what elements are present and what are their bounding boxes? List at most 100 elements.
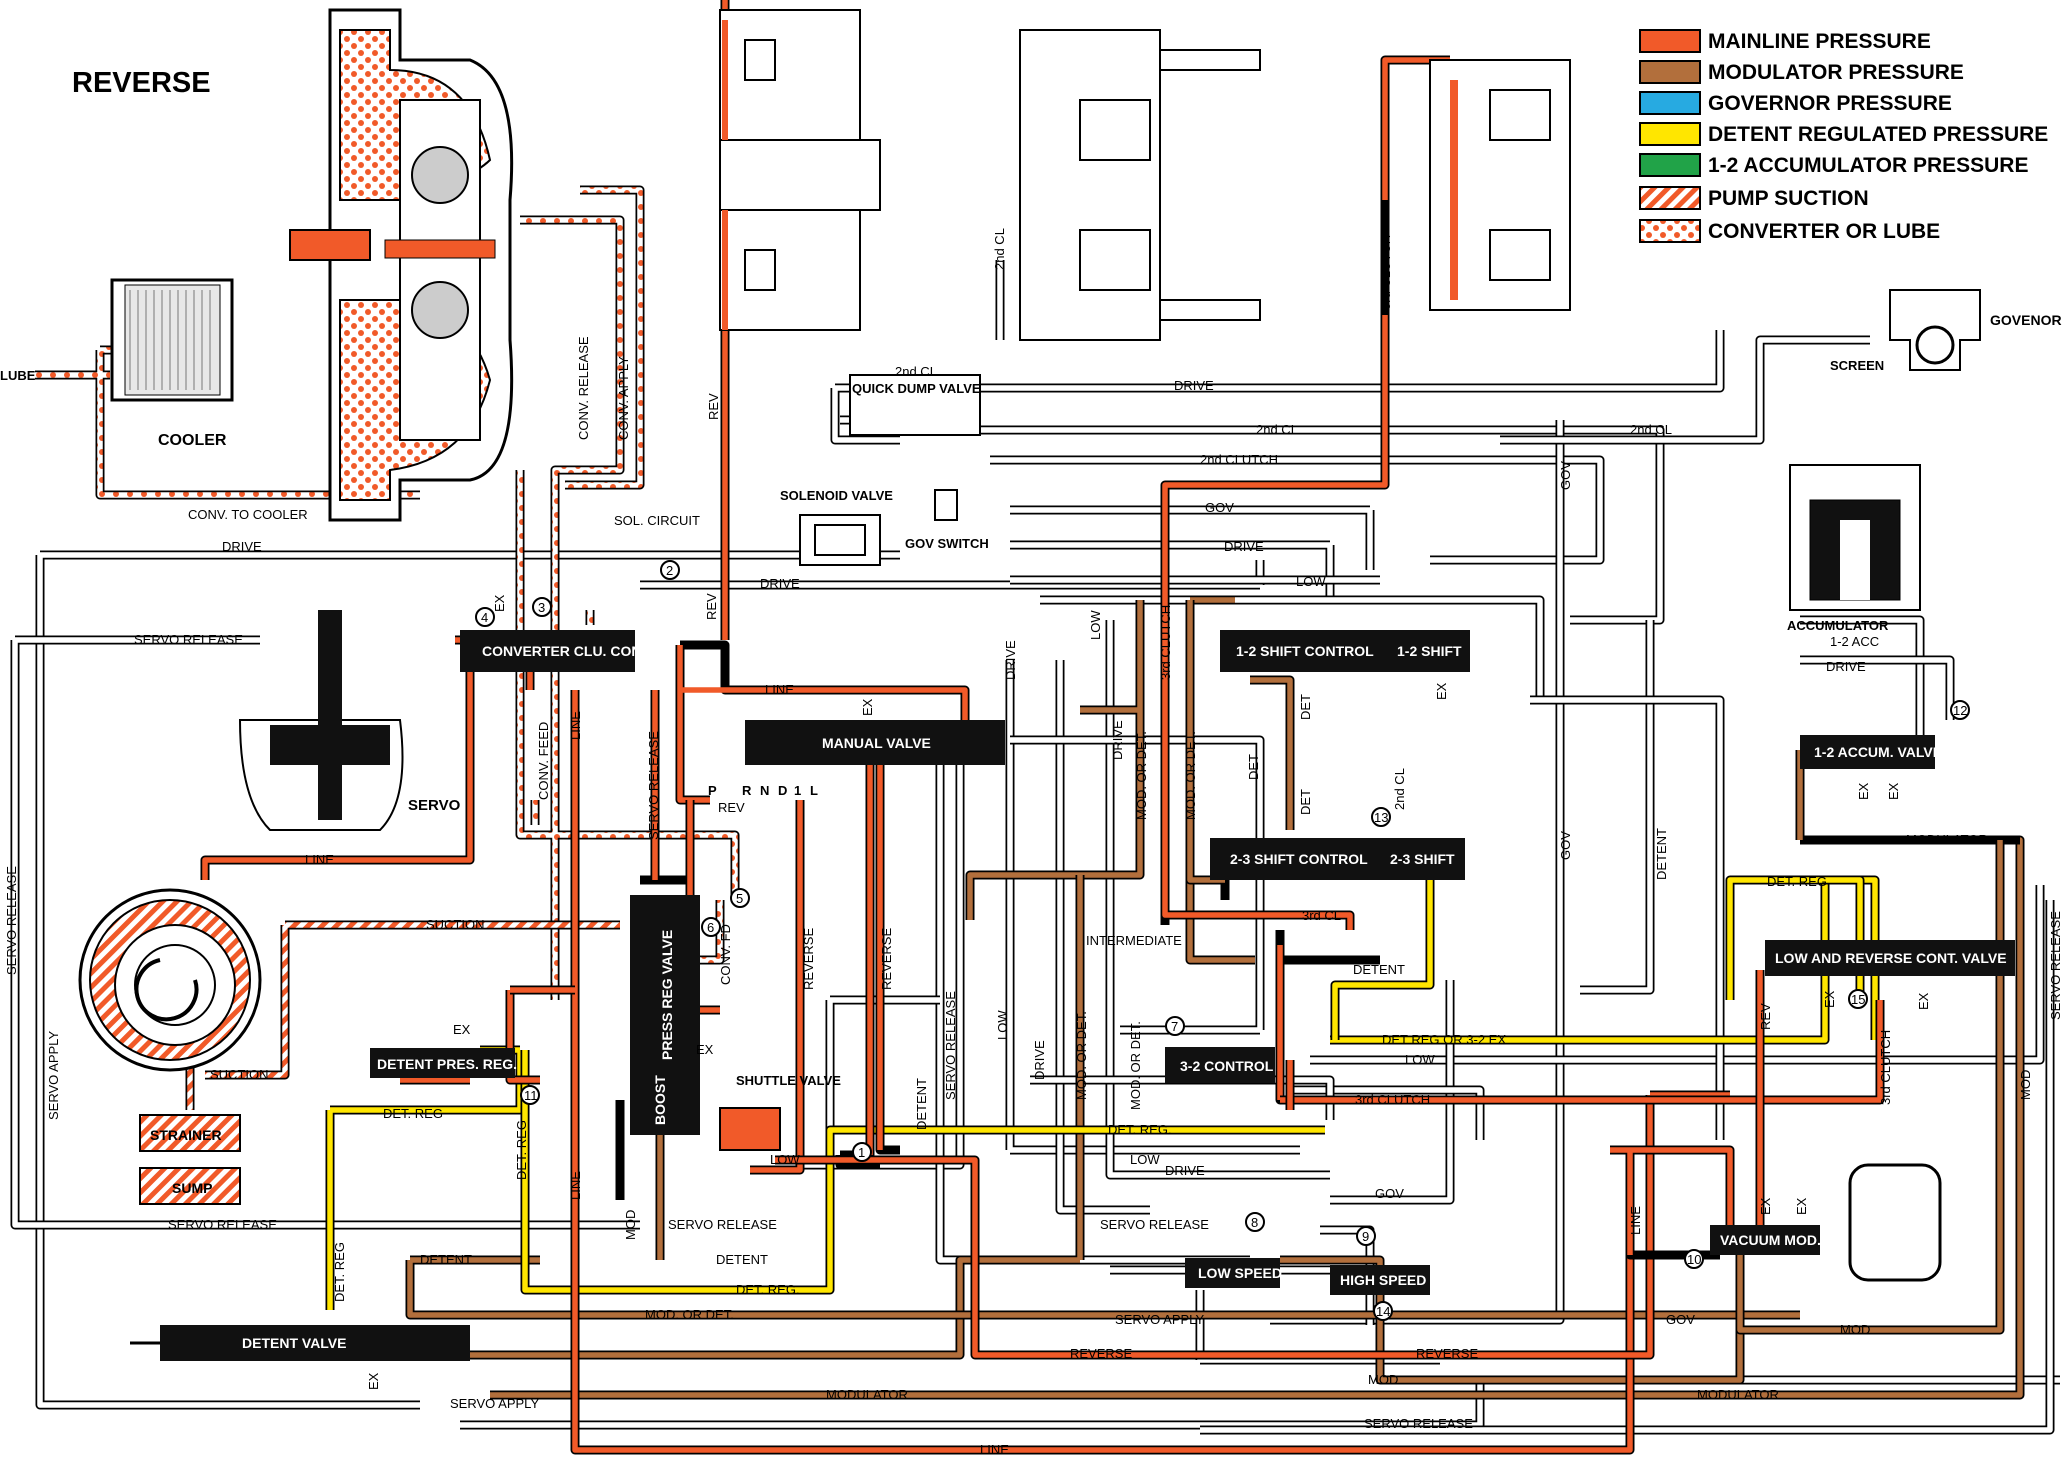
- legend-item-governor: GOVERNOR PRESSURE: [1639, 91, 1952, 115]
- svg-text:SOL. CIRCUIT: SOL. CIRCUIT: [614, 513, 700, 528]
- svg-text:1-2 ACCUMULATOR PRESSURE: 1-2 ACCUMULATOR PRESSURE: [1708, 154, 2028, 177]
- svg-text:DRIVE: DRIVE: [760, 576, 800, 591]
- svg-text:REV: REV: [704, 593, 719, 620]
- svg-text:CONV. FD: CONV. FD: [718, 924, 733, 985]
- svg-text:MODULATOR: MODULATOR: [826, 1387, 908, 1402]
- svg-text:2-3 SHIFT CONTROL: 2-3 SHIFT CONTROL: [1230, 851, 1368, 867]
- svg-text:LOW: LOW: [1405, 1052, 1435, 1067]
- svg-text:EX: EX: [366, 1372, 381, 1390]
- check-ball-9: 9: [1356, 1226, 1376, 1246]
- check-ball-1: 1: [852, 1142, 872, 1162]
- svg-text:MOD. OR DET.: MOD. OR DET.: [1128, 1021, 1143, 1110]
- svg-text:QUICK DUMP VALVE: QUICK DUMP VALVE: [852, 381, 981, 396]
- check-ball-5: 5: [730, 888, 750, 908]
- svg-text:DRIVE: DRIVE: [1174, 378, 1214, 393]
- line-labels: CONV. TO COOLER CONV. RELEASE CONV. APPL…: [4, 228, 2063, 1457]
- svg-text:LINE: LINE: [980, 1442, 1009, 1457]
- svg-text:BOOST: BOOST: [652, 1075, 668, 1125]
- svg-text:MOD: MOD: [623, 1210, 638, 1240]
- svg-text:DET REG OR 3-2 EX: DET REG OR 3-2 EX: [1382, 1032, 1506, 1047]
- svg-text:9: 9: [1362, 1229, 1369, 1244]
- svg-text:SERVO RELEASE: SERVO RELEASE: [646, 731, 661, 840]
- svg-text:4: 4: [481, 610, 488, 625]
- svg-text:REVERSE: REVERSE: [1070, 1346, 1132, 1361]
- check-ball-4: 4: [475, 607, 495, 627]
- svg-text:2: 2: [666, 563, 673, 578]
- low-reverse-control-valve: LOW AND REVERSE CONT. VALVE: [1765, 940, 2015, 976]
- svg-text:D: D: [778, 783, 787, 798]
- svg-text:DET. REG.: DET. REG.: [1108, 1122, 1172, 1137]
- svg-text:N: N: [760, 783, 769, 798]
- svg-text:DET. REG.: DET. REG.: [736, 1282, 800, 1297]
- check-ball-14: 14: [1373, 1301, 1393, 1321]
- svg-text:DRIVE: DRIVE: [1826, 659, 1866, 674]
- check-ball-2: 2: [660, 560, 680, 580]
- svg-text:SERVO RELEASE: SERVO RELEASE: [668, 1217, 777, 1232]
- svg-text:SHUTTLE VALVE: SHUTTLE VALVE: [736, 1073, 841, 1088]
- svg-text:MANUAL VALVE: MANUAL VALVE: [822, 735, 931, 751]
- third-clutch-assembly: [1429, 59, 1571, 311]
- svg-text:2nd CL: 2nd CL: [895, 364, 937, 379]
- svg-text:MODULATOR: MODULATOR: [1906, 832, 1988, 847]
- detent-valve: DETENT VALVE: [130, 1325, 470, 1361]
- reverse-clutch-assembly: [719, 9, 881, 331]
- svg-text:CONV. APPLY: CONV. APPLY: [616, 356, 631, 440]
- diagram-title: REVERSE: [72, 67, 211, 99]
- svg-text:3: 3: [538, 600, 545, 615]
- legend-item-mainline: MAINLINE PRESSURE: [1639, 29, 1931, 53]
- svg-text:DET: DET: [1298, 694, 1313, 720]
- svg-text:1-2 SHIFT CONTROL: 1-2 SHIFT CONTROL: [1236, 643, 1374, 659]
- svg-text:MOD. OR DET.: MOD. OR DET.: [1074, 1011, 1089, 1100]
- cooler: COOLER LUBE: [0, 278, 234, 449]
- svg-text:INTERMEDIATE: INTERMEDIATE: [1086, 933, 1182, 948]
- check-balls: 1 2 3 4 5 6 7 8 9 10 11 12 13 14 15: [475, 560, 1970, 1321]
- svg-text:DETENT: DETENT: [1353, 962, 1405, 977]
- svg-text:VACUUM MOD.: VACUUM MOD.: [1720, 1232, 1821, 1248]
- svg-text:PUMP SUCTION: PUMP SUCTION: [1708, 187, 1869, 210]
- svg-text:DET. REG: DET. REG: [332, 1242, 347, 1302]
- svg-text:LOW: LOW: [1130, 1152, 1160, 1167]
- svg-text:LINE: LINE: [305, 852, 334, 867]
- svg-text:CONVERTER OR LUBE: CONVERTER OR LUBE: [1708, 220, 1940, 243]
- high-speed-valve: HIGH SPEED: [1330, 1265, 1430, 1295]
- svg-text:1-2 SHIFT: 1-2 SHIFT: [1397, 643, 1462, 659]
- gov-switch: GOV SWITCH: [905, 489, 989, 551]
- svg-text:1: 1: [794, 783, 801, 798]
- svg-text:2nd CLUTCH: 2nd CLUTCH: [1200, 452, 1278, 467]
- svg-text:REVERSE: REVERSE: [1416, 1346, 1478, 1361]
- solenoid-valve: SOLENOID VALVE: [780, 488, 893, 566]
- svg-text:DET: DET: [1298, 789, 1313, 815]
- svg-text:P: P: [708, 783, 717, 798]
- svg-text:EX: EX: [1856, 782, 1871, 800]
- svg-text:SCREEN: SCREEN: [1830, 358, 1884, 373]
- manual-valve: MANUAL VALVE: [745, 720, 1005, 765]
- svg-text:DET: DET: [1246, 754, 1261, 780]
- svg-text:EX: EX: [1434, 682, 1449, 700]
- svg-text:LOW AND REVERSE CONT. VALVE: LOW AND REVERSE CONT. VALVE: [1775, 950, 2007, 966]
- svg-text:SERVO RELEASE: SERVO RELEASE: [134, 632, 243, 647]
- legend-item-converter: CONVERTER OR LUBE: [1639, 219, 1940, 243]
- svg-text:LOW: LOW: [770, 1152, 800, 1167]
- svg-text:2nd CL: 2nd CL: [992, 228, 1007, 270]
- svg-text:3rd CL: 3rd CL: [1302, 908, 1341, 923]
- svg-text:1-2 ACC: 1-2 ACC: [1830, 634, 1879, 649]
- svg-text:L: L: [810, 783, 818, 798]
- svg-text:DET. REG: DET. REG: [383, 1106, 443, 1121]
- accumulator: ACCUMULATOR: [1787, 464, 1921, 633]
- svg-text:DRIVE: DRIVE: [1003, 640, 1018, 680]
- svg-text:GOVENOR: GOVENOR: [1990, 312, 2062, 328]
- svg-text:LOW SPEED: LOW SPEED: [1198, 1265, 1282, 1281]
- svg-text:EX: EX: [1916, 992, 1931, 1010]
- svg-text:3rd CLUTCH: 3rd CLUTCH: [1158, 605, 1173, 680]
- svg-text:GOVERNOR PRESSURE: GOVERNOR PRESSURE: [1708, 92, 1952, 115]
- svg-text:2nd CL: 2nd CL: [1256, 422, 1298, 437]
- svg-text:DETENT VALVE: DETENT VALVE: [242, 1335, 347, 1351]
- svg-text:MOD. OR DET.: MOD. OR DET.: [1134, 731, 1149, 820]
- svg-text:SERVO RELEASE: SERVO RELEASE: [1364, 1416, 1473, 1431]
- accum-valve-12: 1-2 ACCUM. VALVE: [1800, 735, 1942, 769]
- shift-control-23-valve: 2-3 SHIFT CONTROL 2-3 SHIFT: [1210, 838, 1465, 880]
- svg-text:LINE: LINE: [568, 1171, 583, 1200]
- svg-text:MOD. OR DET.: MOD. OR DET.: [1183, 731, 1198, 820]
- control-32-valve: 3-2 CONTROL: [1165, 1047, 1275, 1083]
